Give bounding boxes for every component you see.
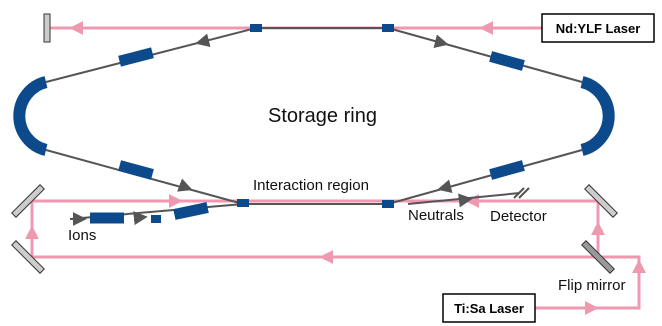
interaction-region-label: Interaction region (253, 177, 369, 194)
arrowhead-icon (458, 193, 473, 208)
dipole-magnet-icon (151, 215, 161, 223)
arrowhead-icon (195, 33, 211, 48)
ions-label: Ions (68, 227, 96, 244)
dipole-magnet-icon (382, 24, 394, 32)
dipole-magnet-icon (118, 160, 154, 180)
arrowhead-icon (133, 211, 148, 226)
storage-ring-label: Storage ring (268, 105, 377, 127)
dipole-magnet-icon (237, 199, 249, 207)
dipole-magnet-icon (13, 76, 48, 156)
mirror-icon (581, 240, 615, 274)
dipole-magnet-icon (90, 212, 124, 224)
arrowhead-icon (437, 179, 453, 194)
dipole-magnet-icon (250, 24, 262, 32)
mirror-icon (11, 240, 45, 274)
nd-ylf-laser-label: Nd:YLF Laser (556, 21, 641, 36)
ti-sa-laser-label: Ti:Sa Laser (454, 301, 524, 316)
ti-sa-laser-box: Ti:Sa Laser (442, 293, 536, 323)
arrowhead-icon (433, 34, 449, 49)
mirror-icon (11, 184, 45, 218)
nd-ylf-laser-box: Nd:YLF Laser (541, 13, 655, 43)
ring-beamline-arrows (70, 33, 473, 226)
mirror-icon (584, 184, 618, 218)
mirrors (11, 13, 618, 274)
dipole-magnet-icon (382, 200, 394, 208)
dipole-magnet-icon (173, 202, 209, 220)
dipole-magnet-icon (118, 47, 154, 67)
dipole-magnet-icon (489, 160, 525, 180)
detector-label: Detector (490, 208, 547, 225)
dipole-magnet-icon (580, 76, 615, 156)
mirror-icon (43, 13, 51, 43)
detector-icon (513, 187, 530, 199)
bending-magnets (13, 76, 615, 156)
dipole-magnet-icon (489, 51, 525, 71)
flip-mirror-label: Flip mirror (558, 277, 626, 294)
quadrupole-magnets (90, 24, 525, 224)
arrowhead-icon (177, 178, 193, 192)
neutrals-label: Neutrals (408, 207, 464, 224)
